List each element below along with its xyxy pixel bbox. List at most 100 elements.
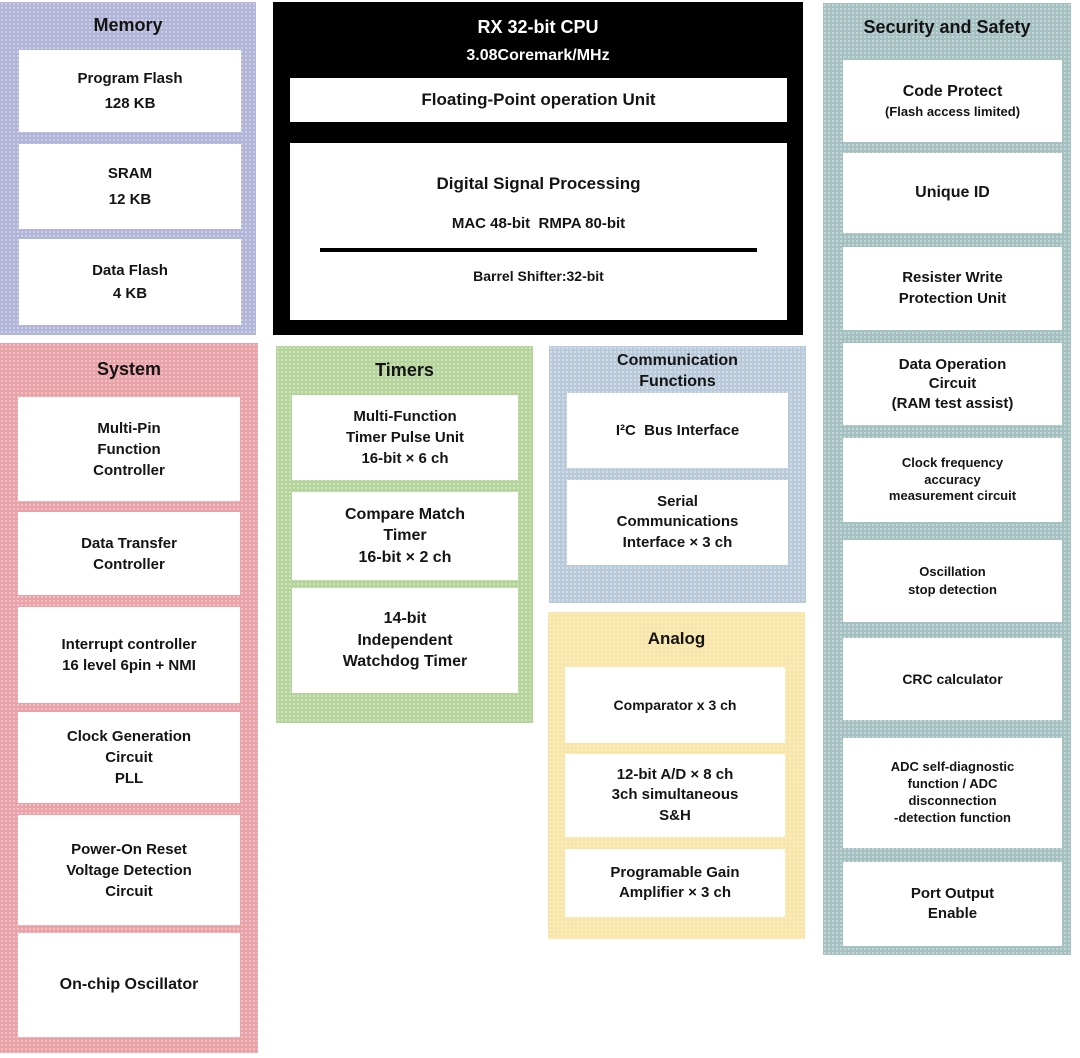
box-text-line: 14-bit xyxy=(383,610,427,628)
box-text-line: function / ADC xyxy=(907,776,998,792)
box-text-line: Data Operation xyxy=(898,355,1007,373)
box-text-line: 128 KB xyxy=(104,95,156,112)
box-comparator-x-3-ch: Comparator x 3 ch xyxy=(565,667,785,743)
box-text-line: Controller xyxy=(93,461,165,479)
box-text-line: Digital Signal Processing xyxy=(436,174,641,193)
panel-title-timers: Timers xyxy=(276,359,533,382)
box-text-line: Clock frequency xyxy=(901,454,1004,470)
box-text-line: 12-bit A/D × 8 ch xyxy=(616,766,734,784)
box-text-line: Power-On Reset xyxy=(71,840,187,858)
box-on-chip-oscillator: On-chip Oscillator xyxy=(18,933,240,1037)
box-text-line: PLL xyxy=(114,770,144,787)
box-text-line: 16 level 6pin + NMI xyxy=(62,657,196,674)
panel-title-line: Memory xyxy=(93,15,163,35)
box-text-line: Program Flash xyxy=(77,69,183,87)
panel-title-line: 3.08Coremark/MHz xyxy=(466,47,610,65)
box-text-line: Amplifier × 3 ch xyxy=(618,884,732,901)
box-text-line: Serial xyxy=(657,493,698,511)
box-text-line: accuracy xyxy=(924,471,981,487)
panel-title-line: Security and Safety xyxy=(863,17,1031,37)
box-program-flash: Program Flash 128 KB xyxy=(19,50,241,132)
box-text-line: Compare Match xyxy=(344,505,466,523)
box-text-line: Circuit xyxy=(105,749,153,766)
box-sram: SRAM 12 KB xyxy=(19,144,241,229)
box-text-line: CRC calculator xyxy=(902,670,1003,687)
box-text-line: 3ch simultaneous xyxy=(611,786,739,804)
panel-title-line: Analog xyxy=(647,629,706,648)
barrel-shifter-divider xyxy=(319,247,758,252)
box-text-line: Multi-Pin xyxy=(97,419,161,437)
box-text-line: 12 KB xyxy=(108,190,152,208)
box-text-line: -detection function xyxy=(894,809,1011,825)
panel-title-line: Communication xyxy=(617,352,738,369)
box-text-line: Multi-Function xyxy=(353,408,457,425)
box-text-line: 4 KB xyxy=(112,285,148,302)
box-text-line: SRAM xyxy=(107,165,153,182)
box-text-line: Watchdog Timer xyxy=(342,653,468,671)
box-text-line: Programable Gain xyxy=(610,863,740,881)
box-crc-calculator: CRC calculator xyxy=(843,638,1062,720)
box-text-line: S&H xyxy=(659,806,691,824)
panel-title-analog: Analog xyxy=(548,628,805,650)
box-floating-point-operation-unit: Floating-Point operation Unit xyxy=(290,78,787,122)
box-text-line: Data Transfer xyxy=(81,534,177,552)
box-text-line: Communications xyxy=(616,513,739,531)
box-text-line: On-chip Oscillator xyxy=(59,975,199,993)
box-data-flash: Data Flash 4 KB xyxy=(19,239,241,325)
box-text-line: Data Flash xyxy=(92,261,168,279)
box-text-line: (RAM test assist) xyxy=(891,394,1014,412)
box-text-line: Clock Generation xyxy=(66,728,192,745)
box-text-line: (Flash access limited) xyxy=(884,104,1021,120)
box-text-line: stop detection xyxy=(908,582,997,597)
box-text-line: measurement circuit xyxy=(888,488,1017,504)
box-text-line: Resister Write xyxy=(902,269,1003,287)
box-oscillation: Oscillation stop detection xyxy=(843,540,1062,622)
box-text-line: Controller xyxy=(93,555,165,573)
box-text-line: 16-bit × 6 ch xyxy=(361,450,449,467)
box-text-line: Circuit xyxy=(928,375,977,393)
box-text-line: 16-bit × 2 ch xyxy=(358,548,452,566)
panel-title-line: Functions xyxy=(639,372,716,390)
box-text-line: Protection Unit xyxy=(898,289,1007,307)
box-text-line: ADC self-diagnostic xyxy=(890,759,1015,775)
box-text-line: Enable xyxy=(927,905,978,922)
box-text-line: Voltage Detection xyxy=(66,861,192,879)
panel-title-system: System xyxy=(0,358,258,381)
panel-title-line: System xyxy=(96,359,162,379)
box-text-line: Floating-Point operation Unit xyxy=(421,89,656,109)
box-text-line: Circuit xyxy=(105,882,153,900)
panel-title-memory: Memory xyxy=(0,14,256,37)
box-i-c-bus-interface: I²C Bus Interface xyxy=(567,393,788,468)
box-text-line: Independent xyxy=(357,631,453,649)
box-unique-id: Unique ID xyxy=(843,153,1062,233)
box-text-line: Oscillation xyxy=(919,564,986,580)
box-text-line: Interface × 3 ch xyxy=(622,533,733,551)
panel-title-security: Security and Safety xyxy=(823,16,1071,39)
box-text-line: disconnection xyxy=(908,793,997,808)
box-text-line: Timer Pulse Unit xyxy=(345,429,465,446)
box-text-line: Comparator x 3 ch xyxy=(613,696,737,713)
box-text-line: Code Protect xyxy=(902,83,1003,101)
